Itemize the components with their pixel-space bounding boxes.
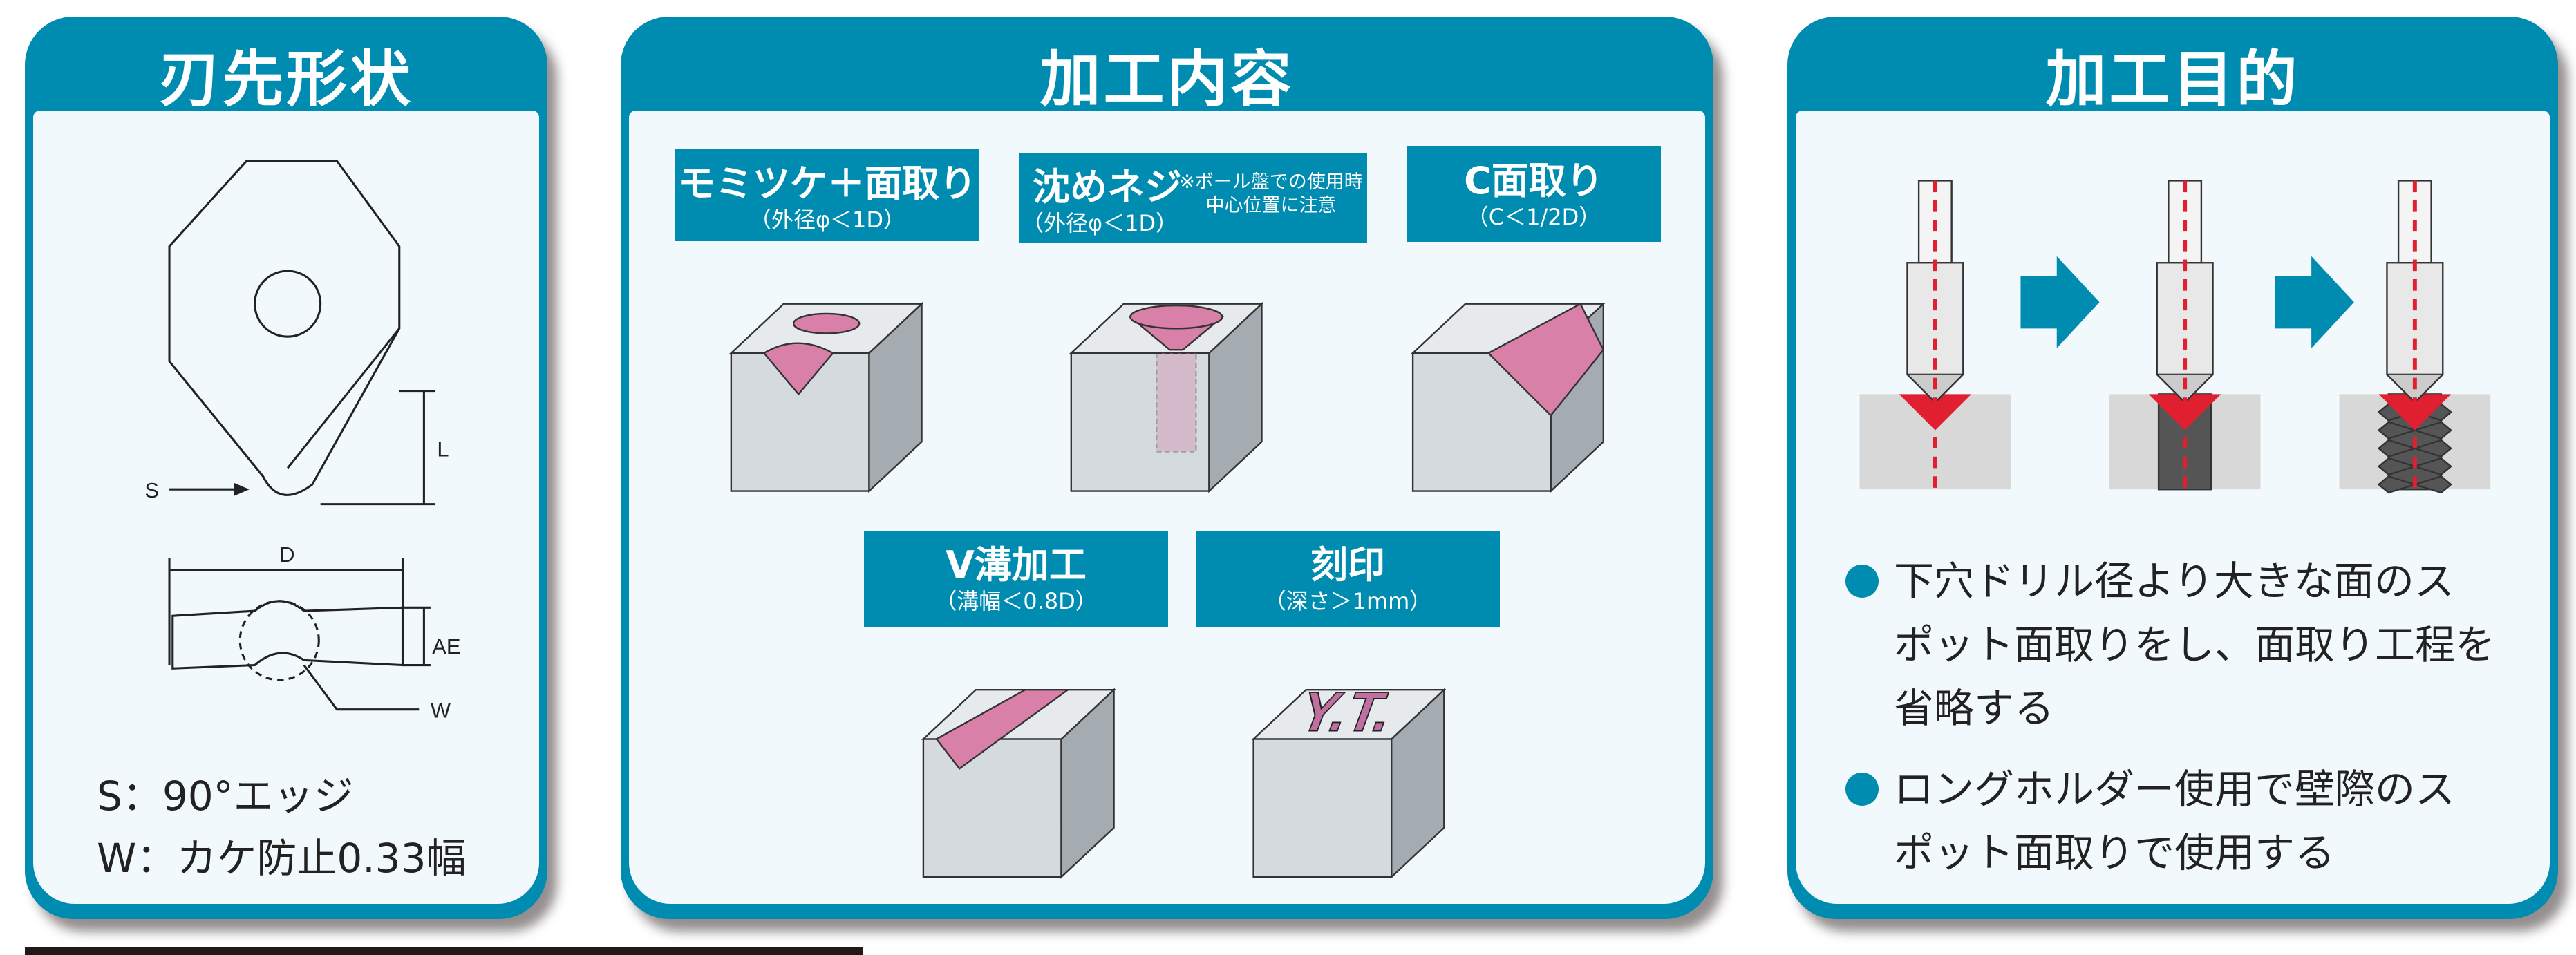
bullet-line: ポット面取りをし、面取り工程を xyxy=(1894,621,2496,668)
label-sub: （C＜1/2D） xyxy=(1466,204,1601,230)
label-main: V溝加工 xyxy=(946,543,1087,587)
spec-w: W：カケ防止0.33幅 xyxy=(97,835,467,882)
label-sub: （外径φ＜1D） xyxy=(749,207,906,233)
label-countersink: 沈めネジ （外径φ＜1D） ※ボール盤での使用時 中心位置に注意 xyxy=(1019,153,1367,243)
label-main: 沈めネジ xyxy=(1033,165,1182,209)
label-c-chamfer: C面取り （C＜1/2D） xyxy=(1407,146,1661,242)
label-sub: （溝幅＜0.8D） xyxy=(934,588,1098,614)
bullet-line: ロングホルダー使用で壁際のス xyxy=(1894,766,2456,813)
label-sub: （外径φ＜1D） xyxy=(1022,210,1178,236)
label-spot-chamfer: モミツケ＋面取り （外径φ＜1D） xyxy=(675,149,979,241)
bullet-dot-icon xyxy=(1845,773,1879,806)
footer-rule xyxy=(25,947,863,955)
bullet-line: 下穴ドリル径より大きな面のス xyxy=(1894,558,2454,605)
process-title: 加工内容 xyxy=(1040,44,1295,115)
purpose-bullet-1: 下穴ドリル径より大きな面のス ポット面取りをし、面取り工程を 省略する xyxy=(1845,549,2537,740)
bullet-line: ポット面取りで使用する xyxy=(1894,829,2335,876)
label-sub: （深さ＞1mm） xyxy=(1263,588,1432,614)
label-main: C面取り xyxy=(1464,159,1604,202)
bullet-line: 省略する xyxy=(1894,685,2055,732)
purpose-title: 加工目的 xyxy=(2045,44,2300,115)
label-main: モミツケ＋面取り xyxy=(678,162,977,205)
note-line-2: 中心位置に注意 xyxy=(1205,195,1337,216)
tip-shape-title: 刃先形状 xyxy=(158,44,413,115)
label-v-groove: V溝加工 （溝幅＜0.8D） xyxy=(864,531,1168,627)
label-engraving: 刻印 （深さ＞1mm） xyxy=(1196,531,1500,627)
purpose-bullet-2: ロングホルダー使用で壁際のス ポット面取りで使用する xyxy=(1845,757,2537,885)
note-line-1: ※ボール盤での使用時 xyxy=(1179,171,1363,193)
bullet-dot-icon xyxy=(1845,565,1879,598)
label-main: 刻印 xyxy=(1310,543,1385,587)
spec-s: S：90°エッジ xyxy=(97,773,354,820)
